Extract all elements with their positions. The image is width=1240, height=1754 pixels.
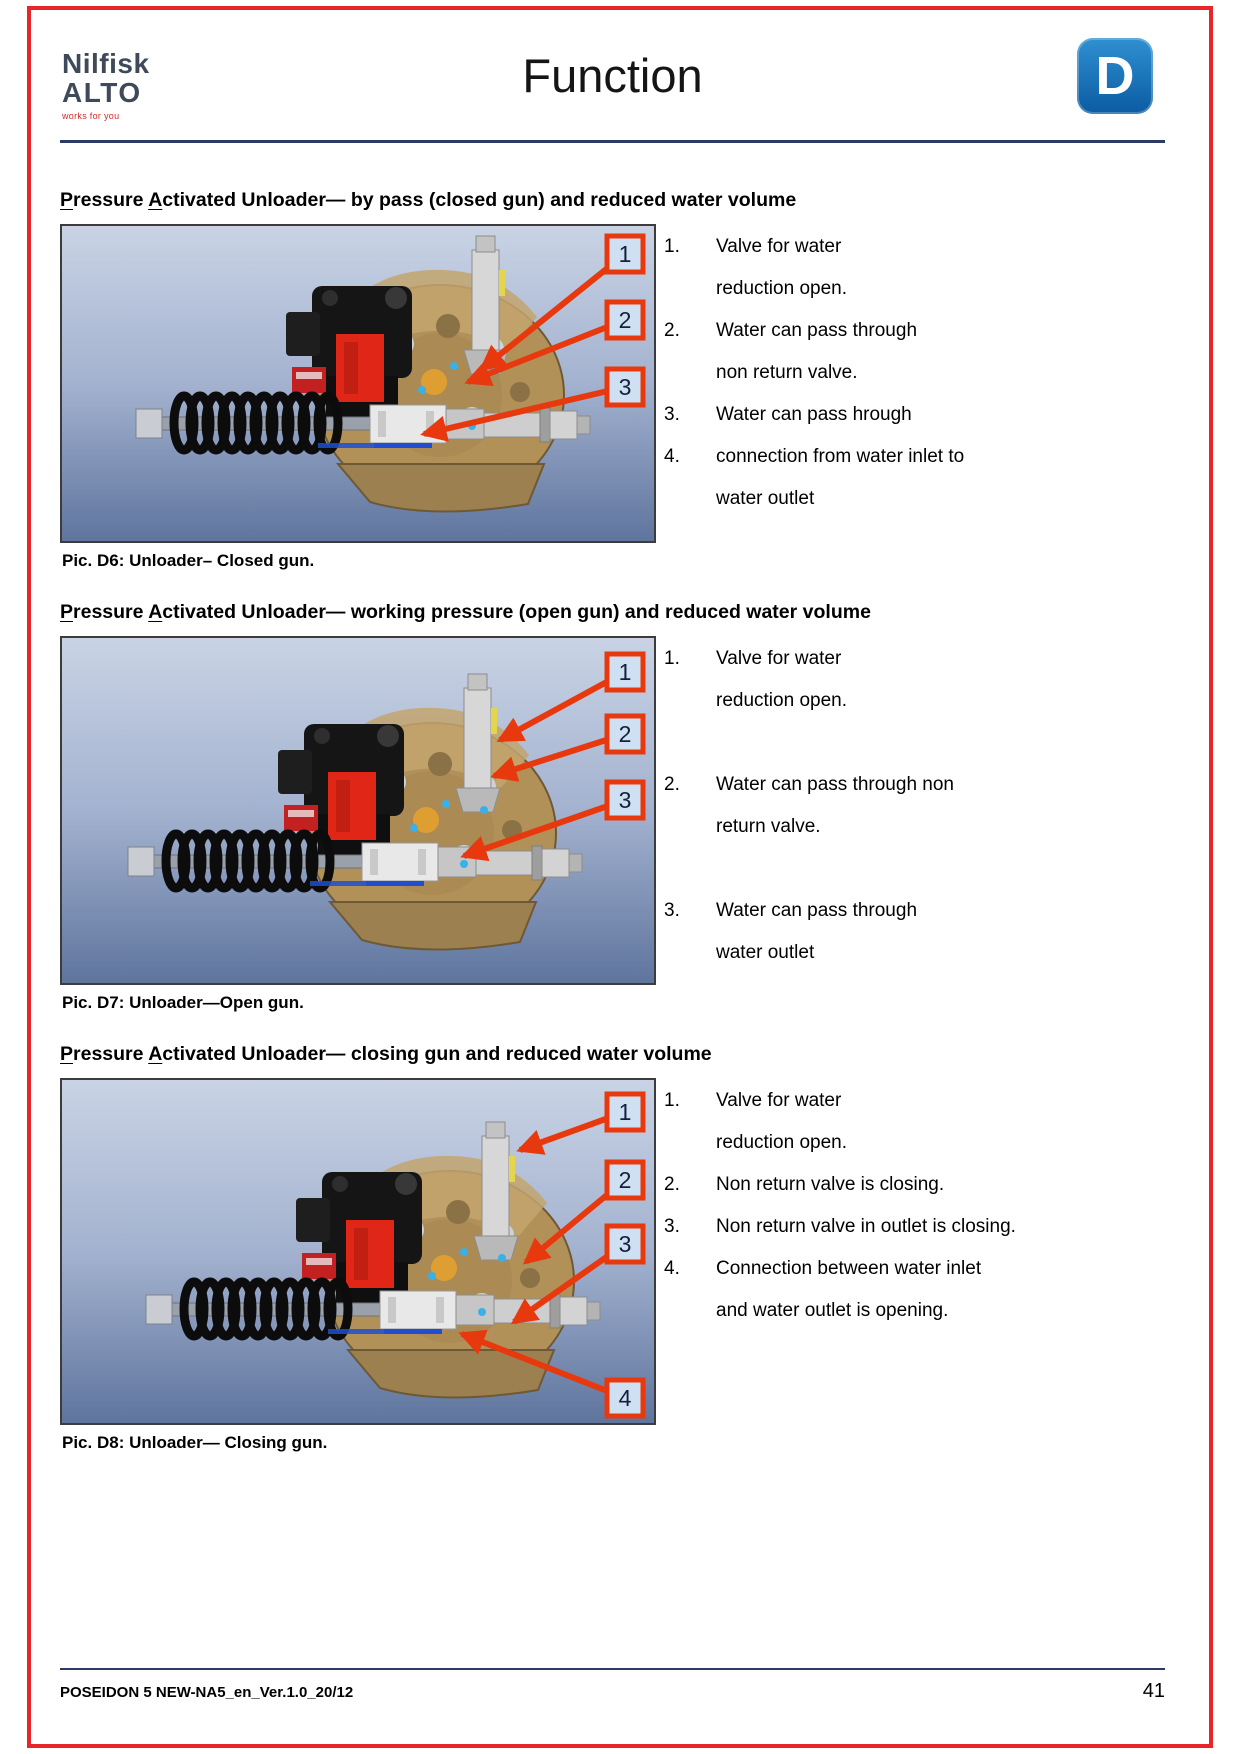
callout-1: 1	[604, 651, 646, 693]
list-item: 2. Water can pass through non return val…	[664, 764, 954, 848]
list-item-text: Valve for water reduction open.	[716, 1090, 847, 1153]
list-item-text: Non return valve is closing.	[716, 1174, 945, 1195]
list-item-text: Water can pass through non return valve.	[716, 320, 918, 383]
list-item-text: Non return valve in outlet is closing.	[716, 1216, 1016, 1237]
list-item: 2. Non return valve is closing.	[664, 1164, 1016, 1206]
page-number: 41	[1142, 1680, 1165, 1702]
list-item: 3. Water can pass through water outlet	[664, 890, 954, 974]
figure-caption: Pic. D8: Unloader— Closing gun.	[62, 1433, 328, 1452]
list-item-number: 1.	[664, 648, 680, 669]
list-item: 4. Connection between water inlet and wa…	[664, 1248, 1016, 1332]
diagram-closed-gun: 1 2 3	[62, 226, 654, 541]
list-item-number: 3.	[664, 404, 680, 425]
svg-text:3: 3	[619, 1231, 632, 1257]
list-item-number: 4.	[664, 1258, 680, 1279]
numbered-notes: 1. Valve for water reduction open. 2. Wa…	[664, 636, 954, 985]
diagram-closing-gun: 1 2 3 4	[62, 1080, 654, 1423]
svg-text:1: 1	[619, 1099, 632, 1125]
list-item: 1. Valve for water reduction open.	[664, 226, 964, 310]
svg-text:2: 2	[619, 1167, 632, 1193]
list-item: 3. Non return valve in outlet is closing…	[664, 1206, 1016, 1248]
svg-text:2: 2	[619, 307, 632, 333]
list-item-text: Connection between water inlet and water…	[716, 1258, 982, 1321]
section-heading: Pressure Activated Unloader— working pre…	[60, 601, 871, 623]
section-letter: D	[1095, 46, 1135, 106]
page-header: Nilfisk ALTO works for you Function D	[60, 38, 1165, 140]
callout-2: 2	[604, 299, 646, 341]
list-item: 3. Water can pass hrough	[664, 394, 964, 436]
svg-text:2: 2	[619, 721, 632, 747]
callout-3: 3	[604, 779, 646, 821]
list-item-text: Water can pass through non return valve.	[716, 774, 954, 837]
callout-arrows	[420, 251, 627, 442]
list-item-number: 4.	[664, 446, 680, 467]
list-item: 1. Valve for water reduction open.	[664, 1080, 1016, 1164]
figure-open-gun: 1 2 3	[60, 636, 656, 985]
svg-text:3: 3	[619, 374, 632, 400]
svg-text:4: 4	[619, 1385, 632, 1411]
page-content: Nilfisk ALTO works for you Function D Pr…	[60, 38, 1165, 1453]
numbered-notes: 1. Valve for water reduction open. 2. No…	[664, 1078, 1016, 1425]
list-item-number: 2.	[664, 774, 680, 795]
list-item-number: 1.	[664, 236, 680, 257]
page-footer: POSEIDON 5 NEW-NA5_en_Ver.1.0_20/12 41	[60, 1668, 1165, 1703]
figure-closed-gun: 1 2 3	[60, 224, 656, 543]
list-item: 1. Valve for water reduction open.	[664, 638, 954, 722]
callout-1: 1	[604, 1091, 646, 1133]
callout-3: 3	[604, 1223, 646, 1265]
svg-text:1: 1	[619, 241, 632, 267]
list-item-number: 3.	[664, 1216, 680, 1237]
diagram-open-gun: 1 2 3	[62, 638, 654, 983]
list-item: 2. Water can pass through non return val…	[664, 310, 964, 394]
callout-4: 4	[604, 1377, 646, 1419]
footer-rule	[60, 1668, 1165, 1670]
document-reference: POSEIDON 5 NEW-NA5_en_Ver.1.0_20/12	[60, 1684, 354, 1701]
section-closing-gun: Pressure Activated Unloader— closing gun…	[60, 1043, 1165, 1453]
header-rule	[60, 140, 1165, 143]
list-item-text: Water can pass through water outlet	[716, 900, 918, 963]
svg-text:3: 3	[619, 787, 632, 813]
figure-row: 1 2 3 1. Valve for water	[60, 224, 1165, 543]
logo-name: Nilfisk	[62, 48, 150, 79]
list-item-text: Water can pass hrough	[716, 404, 912, 425]
section-open-gun: Pressure Activated Unloader— working pre…	[60, 601, 1165, 1013]
page-title: Function	[522, 49, 703, 102]
callout-2: 2	[604, 713, 646, 755]
figure-closing-gun: 1 2 3 4	[60, 1078, 656, 1425]
list-item-number: 1.	[664, 1090, 680, 1111]
figure-caption: Pic. D6: Unloader– Closed gun.	[62, 551, 315, 570]
list-item-text: Valve for water reduction open.	[716, 236, 847, 299]
figure-row: 1 2 3 1. Valve for water	[60, 636, 1165, 985]
numbered-notes: 1. Valve for water reduction open. 2. Wa…	[664, 224, 964, 543]
list-item-text: Valve for water reduction open.	[716, 648, 847, 711]
section-heading: Pressure Activated Unloader— closing gun…	[60, 1043, 712, 1065]
list-item-number: 2.	[664, 320, 680, 341]
list-item-number: 2.	[664, 1174, 680, 1195]
callout-1: 1	[604, 233, 646, 275]
figure-caption: Pic. D7: Unloader—Open gun.	[62, 993, 304, 1012]
section-closed-gun: Pressure Activated Unloader— by pass (cl…	[60, 189, 1165, 571]
logo-sub: ALTO	[62, 77, 142, 108]
logo-tagline: works for you	[62, 111, 120, 121]
figure-row: 1 2 3 4	[60, 1078, 1165, 1425]
callout-2: 2	[604, 1159, 646, 1201]
nilfisk-alto-logo: Nilfisk ALTO works for you	[62, 50, 150, 121]
svg-text:1: 1	[619, 659, 632, 685]
callout-arrows	[460, 669, 627, 862]
callout-3: 3	[604, 366, 646, 408]
list-item: 4. connection from water inlet to water …	[664, 436, 964, 520]
list-item-text: connection from water inlet to water out…	[716, 446, 965, 509]
section-letter-badge: D	[1077, 38, 1153, 114]
list-item-number: 3.	[664, 900, 680, 921]
section-heading: Pressure Activated Unloader— by pass (cl…	[60, 189, 797, 211]
